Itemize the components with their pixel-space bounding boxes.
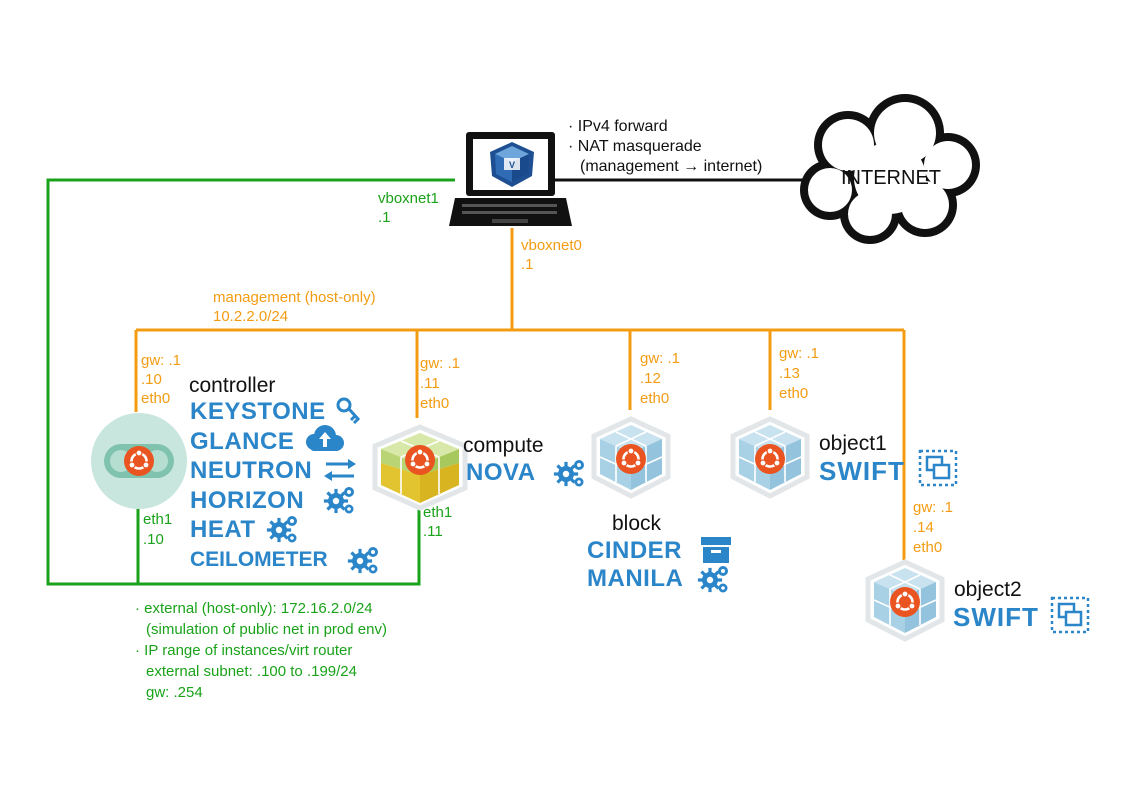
management-network-subnet: 10.2.2.0/24 (213, 308, 289, 325)
object2-mgmt-ip: .14 (913, 519, 934, 536)
management-network-name: management (host-only) (213, 289, 376, 306)
controller-name: controller (189, 374, 276, 397)
swift-storage-icon-object2 (1050, 596, 1090, 634)
service-horizon: HORIZON (190, 487, 305, 514)
external-note-gateway: gw: .254 (146, 684, 203, 701)
upload-cloud-icon (306, 425, 344, 451)
block-node-icon (594, 419, 668, 496)
gears-icon-nova (553, 458, 586, 489)
controller-ext-ip: .10 (143, 531, 164, 548)
block-mgmt-iface: eth0 (640, 390, 670, 407)
object1-node-icon (733, 419, 807, 496)
service-cinder: CINDER (587, 537, 683, 564)
controller-mgmt-ip: .10 (141, 371, 162, 388)
external-note-simulation: (simulation of public net in prod env) (146, 621, 387, 638)
virtualbox-icon: V (490, 142, 534, 187)
compute-mgmt-ip: .11 (420, 375, 440, 392)
compute-ext-ip: .11 (423, 523, 443, 540)
archive-box-icon (701, 537, 731, 563)
vboxnet0-ip: .1 (521, 256, 534, 273)
exchange-arrows-icon (324, 459, 356, 481)
internet-label: INTERNET (841, 167, 941, 189)
key-icon (336, 397, 361, 425)
compute-node-icon (375, 427, 465, 508)
controller-gw: gw: .1 (141, 352, 182, 369)
external-note-external-subnet: external subnet: .100 to .199/24 (146, 663, 357, 680)
external-network-lines (46, 178, 455, 586)
swift-storage-icon-object1 (918, 449, 958, 487)
service-keystone: KEYSTONE (190, 398, 326, 425)
compute-name: compute (463, 434, 544, 457)
object1-mgmt-ip: .13 (779, 365, 800, 382)
host-note-ipv4-forward: · IPv4 forward (568, 118, 668, 135)
svg-text:V: V (509, 160, 515, 170)
external-note-subnet: · external (host-only): 172.16.2.0/24 (135, 600, 373, 617)
compute-mgmt-iface: eth0 (420, 395, 450, 412)
controller-ext-iface: eth1 (143, 511, 173, 528)
host-note-nat-direction: (management → internet) (580, 158, 763, 175)
block-mgmt-ip: .12 (640, 370, 661, 387)
service-nova: NOVA (466, 459, 536, 486)
object1-name: object1 (819, 432, 887, 455)
service-swift-object2: SWIFT (953, 602, 1039, 632)
gears-icon-manila (697, 564, 730, 595)
compute-gw: gw: .1 (420, 355, 461, 372)
object2-mgmt-iface: eth0 (913, 539, 943, 556)
compute-ext-iface: eth1 (423, 504, 453, 521)
controller-mgmt-iface: eth0 (141, 390, 171, 407)
service-swift-object1: SWIFT (819, 456, 905, 486)
gears-icon-heat (266, 514, 299, 545)
gears-icon-ceilometer (347, 545, 380, 576)
object1-gw: gw: .1 (779, 345, 820, 362)
external-note-ip-range: · IP range of instances/virt router (135, 642, 353, 659)
vboxnet1-label: vboxnet1 (378, 190, 439, 207)
service-glance: GLANCE (190, 428, 295, 455)
block-name: block (612, 512, 662, 535)
vboxnet0-label: vboxnet0 (521, 237, 582, 254)
management-network-lines (134, 228, 906, 560)
gears-icon-horizon (323, 485, 356, 516)
service-manila: MANILA (587, 565, 684, 592)
service-neutron: NEUTRON (190, 457, 313, 484)
host-note-nat-masquerade: · NAT masquerade (568, 138, 702, 155)
service-heat: HEAT (190, 516, 256, 543)
internet-cloud-icon (800, 94, 980, 244)
controller-node-icon (91, 413, 187, 509)
service-ceilometer: CEILOMETER (190, 548, 328, 571)
object2-name: object2 (954, 578, 1022, 601)
block-gw: gw: .1 (640, 350, 681, 367)
object2-gw: gw: .1 (913, 499, 954, 516)
vboxnet1-ip: .1 (378, 209, 391, 226)
object1-mgmt-iface: eth0 (779, 385, 809, 402)
object2-node-icon (868, 562, 942, 639)
